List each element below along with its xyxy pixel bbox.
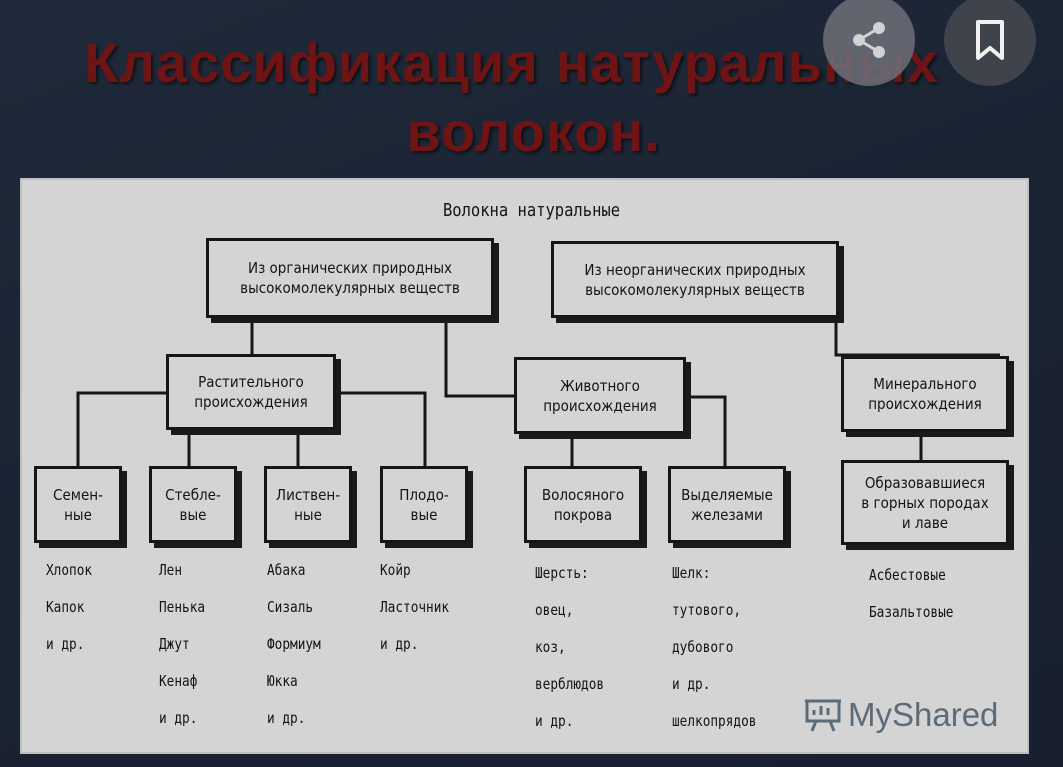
example-item: коз, — [535, 638, 566, 656]
share-button[interactable] — [823, 0, 915, 86]
example-item: Джут — [159, 635, 190, 653]
share-icon — [853, 22, 885, 58]
example-item: Лен — [159, 561, 183, 579]
node-leaf: Листвен- ные — [264, 466, 352, 543]
node-plant: Растительного происхождения — [166, 354, 336, 430]
example-item: Капок — [46, 598, 85, 616]
example-item: Шерсть: — [535, 564, 589, 582]
example-item: и др. — [267, 709, 306, 727]
example-item: Ласточник — [380, 598, 450, 616]
node-glands: Выделяемые железами — [668, 466, 786, 543]
node-inorganic: Из неорганических природных высокомолеку… — [551, 241, 839, 318]
example-item: и др. — [159, 709, 198, 727]
example-item: верблюдов — [535, 675, 605, 693]
node-rocks: Образовавшиеся в горных породах и лаве — [841, 460, 1009, 545]
examples-fruit: Койр Ласточник и др. — [380, 552, 449, 663]
example-item: Сизаль — [267, 598, 314, 616]
example-item: Базальтовые — [869, 603, 954, 621]
page-title-line1: Классификация натуральных — [84, 31, 939, 94]
example-item: и др. — [535, 712, 574, 730]
watermark-text: MyShared — [848, 696, 999, 733]
examples-leaf: Абака Сизаль Формиум Юкка и др. — [267, 552, 321, 737]
example-item: овец, — [535, 601, 574, 619]
examples-seed: Хлопок Капок и др. — [46, 552, 92, 663]
bookmark-icon — [976, 20, 1004, 60]
node-mineral: Минерального происхождения — [841, 356, 1009, 432]
example-item: Асбестовые — [869, 566, 946, 584]
node-seed: Семен- ные — [34, 466, 122, 543]
page-title-line2: волокон. — [406, 100, 661, 163]
example-item: Хлопок — [46, 561, 93, 579]
diagram-root-label: Волокна натуральные — [442, 200, 621, 221]
examples-rocks: Асбестовые Базальтовые — [869, 557, 953, 631]
example-item: Койр — [380, 561, 411, 579]
example-item: Шелк: — [672, 564, 711, 582]
examples-stem: Лен Пенька Джут Кенаф и др. — [159, 552, 205, 737]
example-item: и др. — [380, 635, 419, 653]
node-animal: Животного происхождения — [514, 357, 686, 434]
example-item: Кенаф — [159, 672, 198, 690]
example-item: и др. — [46, 635, 85, 653]
example-item: и др. — [672, 675, 711, 693]
bookmark-button[interactable] — [944, 0, 1036, 86]
example-item: шелкопрядов — [672, 712, 757, 730]
node-stem: Стебле- вые — [149, 466, 237, 543]
node-fruit: Плодо- вые — [380, 466, 468, 543]
example-item: Формиум — [267, 635, 321, 653]
examples-glands: Шелк: тутового, дубового и др. шелкопряд… — [672, 555, 756, 740]
example-item: Абака — [267, 561, 306, 579]
example-item: тутового, — [672, 601, 742, 619]
presentation-board-icon — [805, 699, 841, 732]
example-item: Юкка — [267, 672, 298, 690]
node-organic: Из органических природных высокомолекуля… — [206, 238, 494, 318]
watermark: MyShared — [804, 696, 998, 734]
examples-hair: Шерсть: овец, коз, верблюдов и др. — [535, 555, 604, 740]
example-item: Пенька — [159, 598, 206, 616]
node-hair: Волосяного покрова — [524, 466, 642, 543]
example-item: дубового — [672, 638, 734, 656]
